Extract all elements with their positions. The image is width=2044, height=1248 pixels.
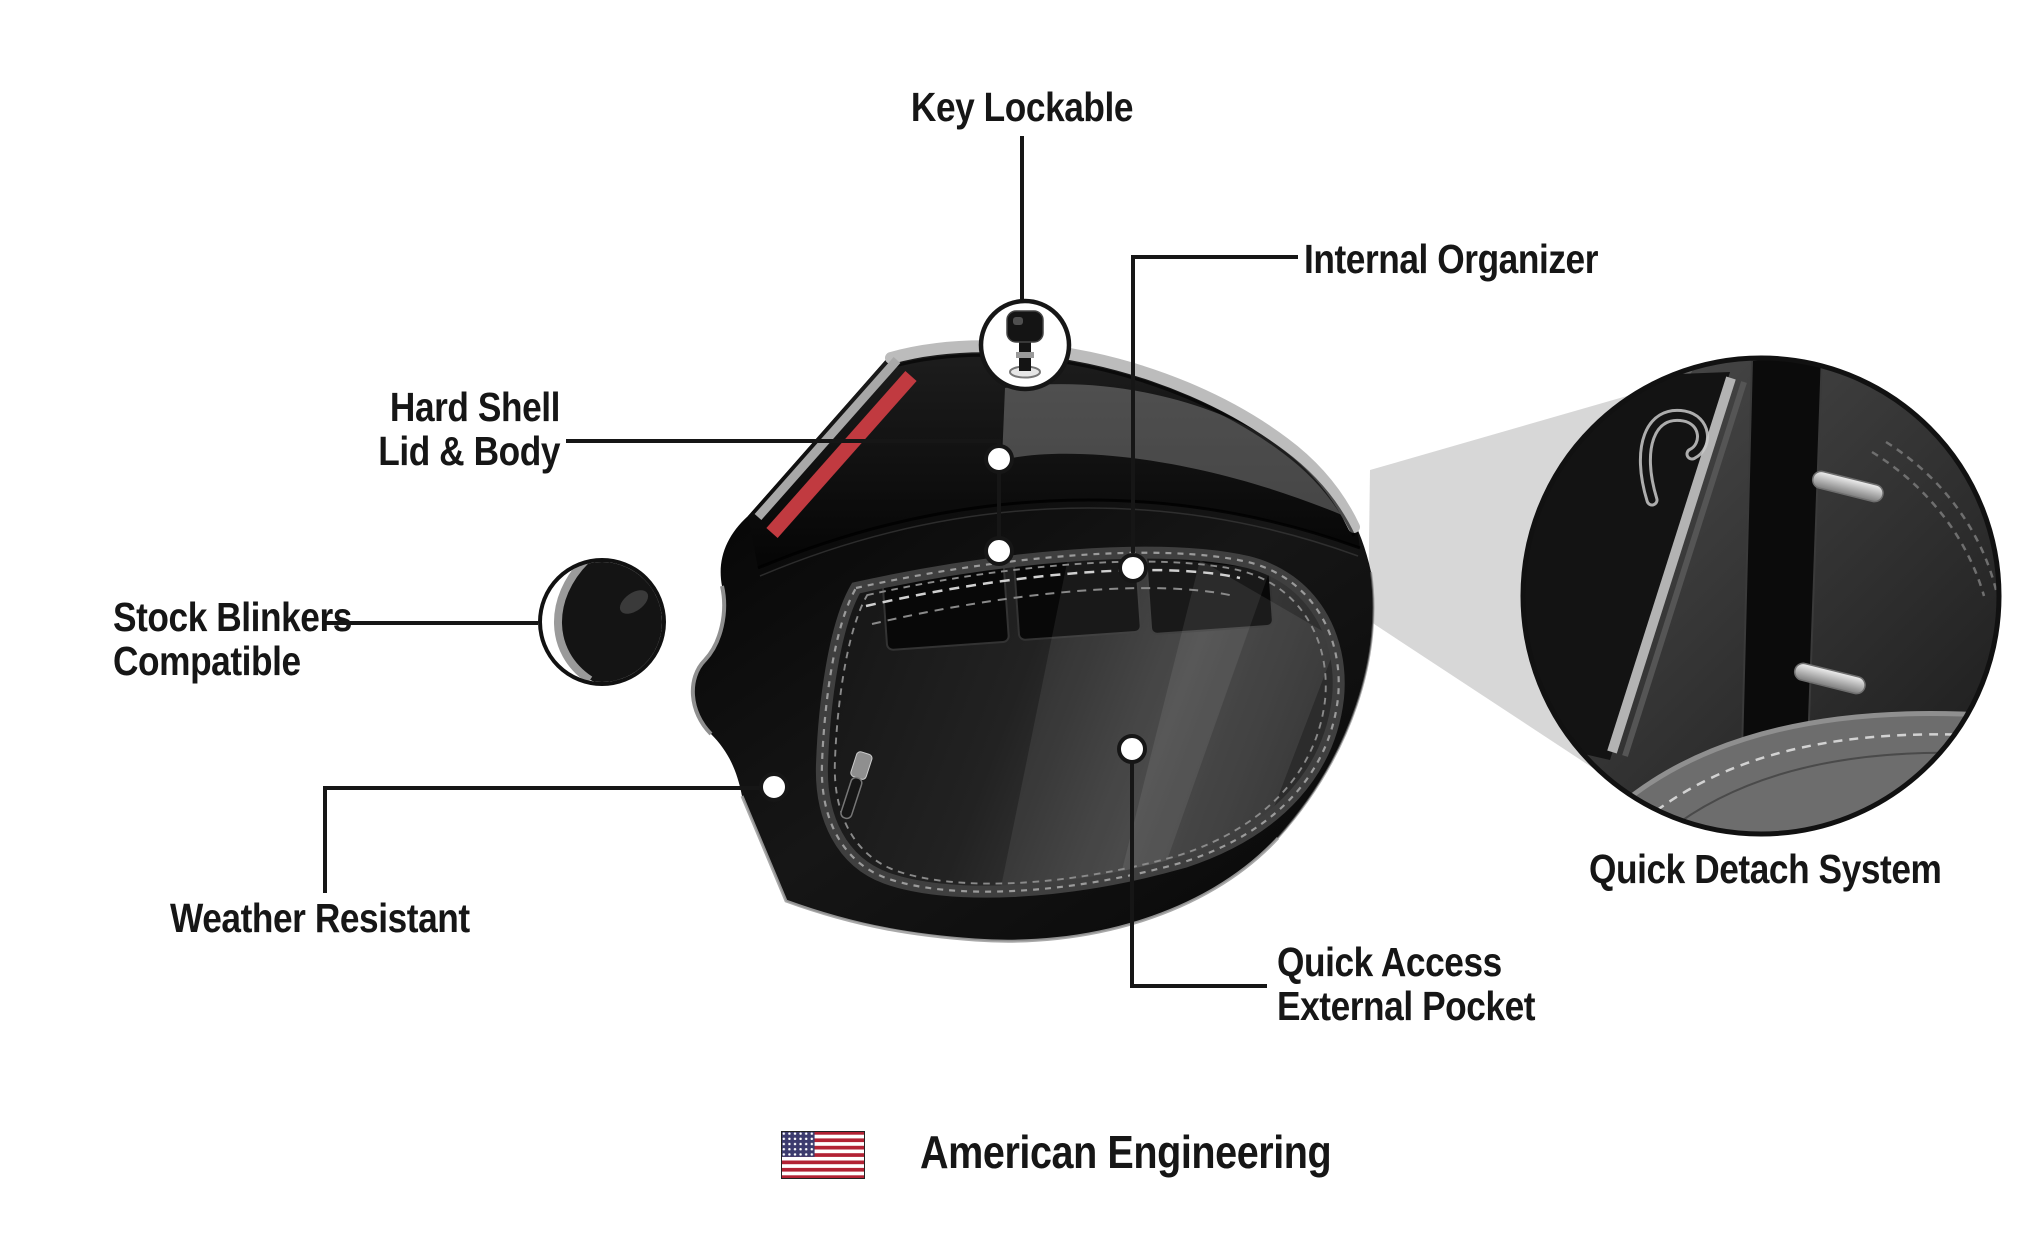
internal-organizer-label: Internal Organizer: [1304, 236, 1599, 282]
callout-lines: [322, 136, 1298, 988]
detach-pin-icon: [1793, 662, 1866, 695]
detach-pin-icon: [1811, 470, 1884, 503]
lid-seam: [757, 498, 1361, 570]
marker-internal-organizer: [1118, 553, 1148, 583]
hard-shell-label: Hard Shell Lid & Body: [378, 384, 560, 474]
mount-bracket: [1740, 360, 1824, 754]
quick-detach-inset: [1520, 355, 2002, 837]
saddlebag-illustration: [691, 343, 1375, 943]
marker-quick-access: [1117, 734, 1147, 764]
us-flag-icon: [781, 1131, 865, 1179]
stock-blinkers-label: Stock Blinkers Compatible: [113, 594, 352, 684]
marker-weather-resistant: [759, 772, 789, 802]
organizer-pocket: [1012, 552, 1142, 641]
callout-line-weather-resistant: [323, 786, 759, 893]
marker-hard-shell-body: [984, 536, 1014, 566]
weather-resistant-label: Weather Resistant: [170, 895, 470, 941]
key-icon: [1006, 310, 1044, 379]
inset-ring: [1520, 355, 2002, 837]
marker-hard-shell-lid: [984, 444, 1014, 474]
zipper-pull-icon: [840, 751, 873, 820]
callout-line-quick-access: [1130, 763, 1267, 988]
quick-detach-label: Quick Detach System: [1589, 846, 1942, 892]
callout-line-hard-shell: [566, 439, 1001, 537]
callout-line-internal-organizer: [1131, 255, 1298, 553]
quick-access-label: Quick Access External Pocket: [1277, 939, 1536, 1029]
slope-silver-stripe: [754, 357, 901, 520]
blinker-detail-inset: [538, 558, 666, 686]
blinker-notch-rim: [691, 585, 727, 736]
accent-red-stripe: [766, 371, 917, 538]
american-engineering-label: American Engineering: [920, 1126, 1332, 1178]
external-pocket: [822, 536, 1339, 892]
callout-markers: [759, 444, 1148, 802]
inset-ring: [538, 558, 666, 686]
key-lockable-label: Key Lockable: [910, 84, 1134, 130]
key-lock-badge: [978, 298, 1072, 392]
